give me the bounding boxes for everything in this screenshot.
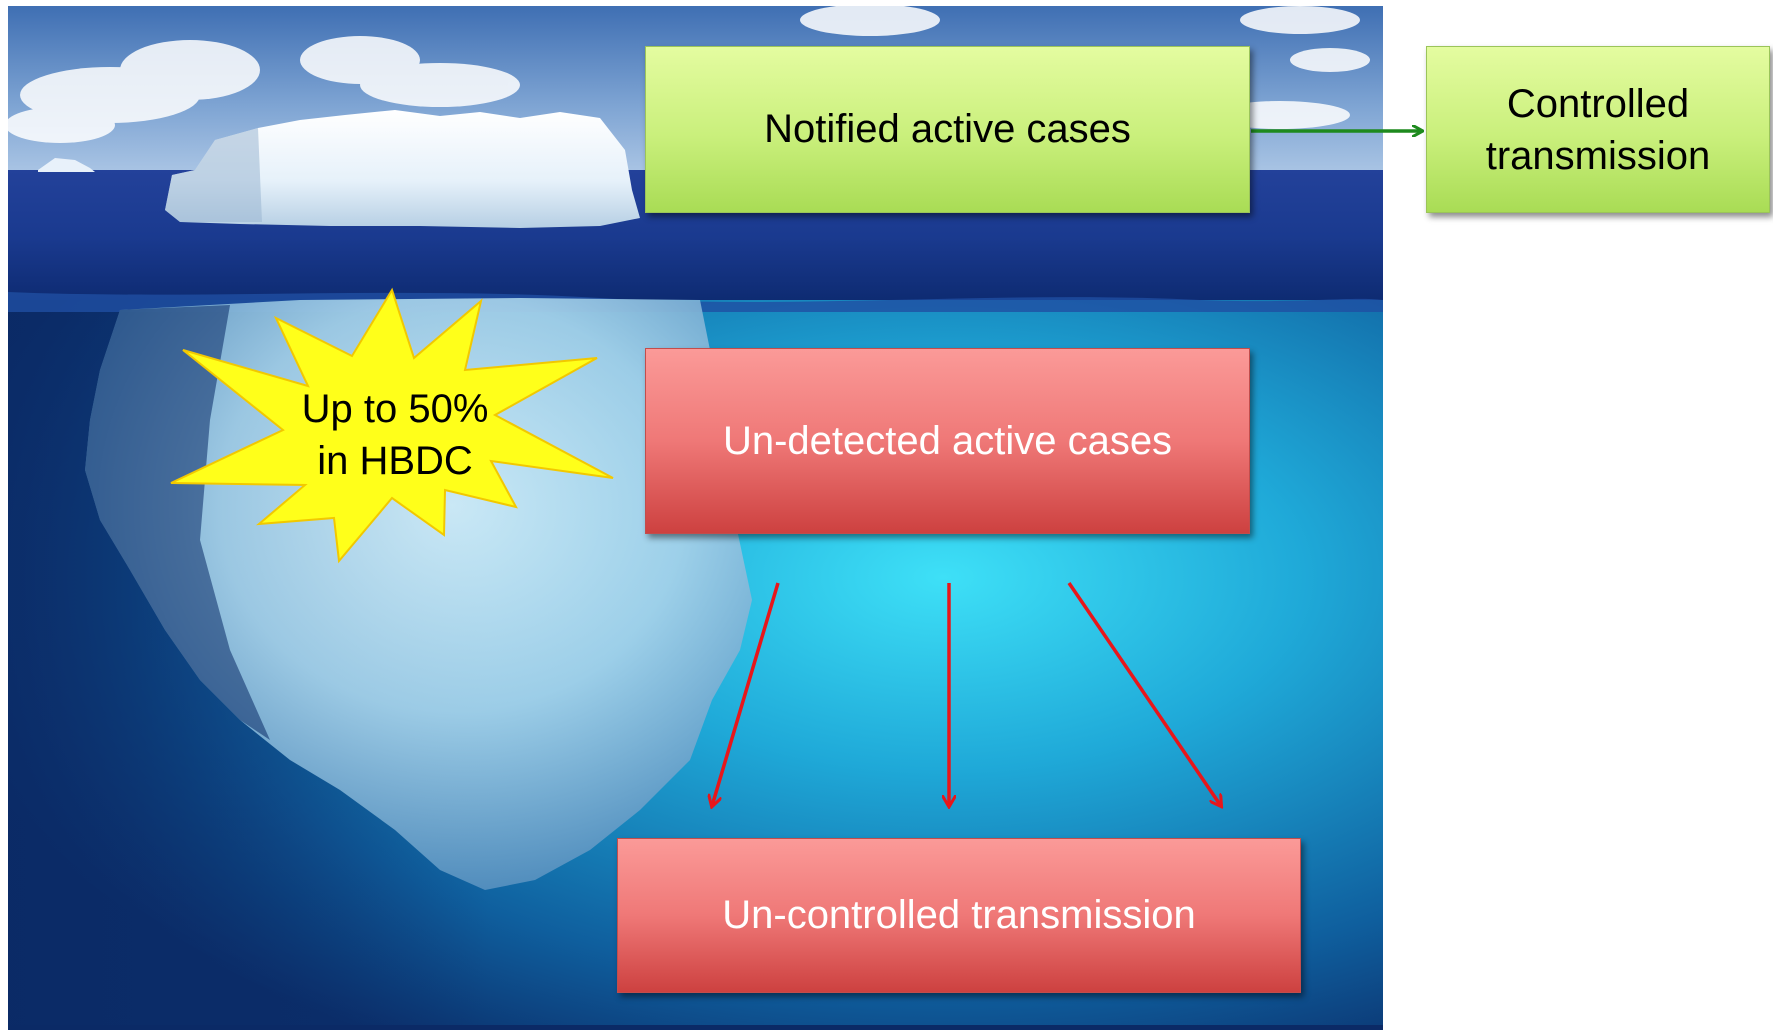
iceberg-submerged-shadow	[85, 305, 270, 740]
iceberg-tip-shade	[165, 128, 262, 222]
iceberg-tip	[165, 110, 640, 228]
explosion-starburst	[170, 287, 614, 564]
undetected-active-cases-label: Un-detected active cases	[722, 418, 1173, 463]
arrow-undetected-to-uncontrolled-left	[712, 582, 780, 806]
controlled-transmission-line1: Controlled	[1506, 81, 1690, 126]
distant-iceberg	[38, 158, 95, 172]
notified-active-cases-label: Notified active cases	[764, 107, 1131, 152]
undetected-active-cases-box: Un-detected active cases	[645, 348, 1250, 534]
starburst-label: Up to 50% in HBDC	[270, 383, 520, 487]
underwater-bottom-edge	[8, 1025, 1383, 1030]
starburst-line1: Up to 50%	[301, 387, 489, 431]
arrow-undetected-to-uncontrolled-right	[1067, 582, 1221, 806]
uncontrolled-transmission-box: Un-controlled transmission	[617, 838, 1301, 993]
starburst-line2: in HBDC	[317, 439, 473, 483]
uncontrolled-transmission-label: Un-controlled transmission	[722, 893, 1196, 938]
clouds	[5, 4, 1370, 143]
controlled-transmission-line2: transmission	[1485, 133, 1711, 178]
notified-active-cases-box: Notified active cases	[645, 46, 1250, 213]
controlled-transmission-box: Controlled transmission	[1426, 46, 1770, 213]
